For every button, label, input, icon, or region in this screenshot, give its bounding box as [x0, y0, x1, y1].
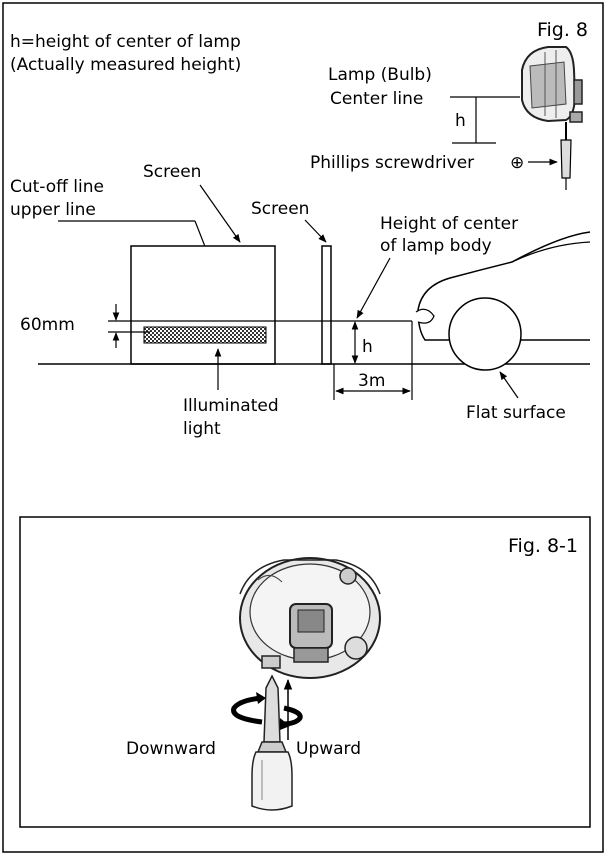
phillips-symbol-icon: ⊕: [510, 153, 524, 173]
screwdriver-icon: [251, 674, 293, 811]
h-label-ground: h: [362, 337, 373, 357]
flat-surface-label: Flat surface: [466, 403, 566, 423]
fig-8: Fig. 8 h=height of center of lamp (Actua…: [10, 19, 591, 439]
illuminated-light: [143, 326, 267, 344]
screen-box: [130, 245, 276, 365]
fig8-1-label: Fig. 8-1: [508, 535, 578, 557]
screen-label-mid: Screen: [251, 199, 309, 219]
center-line-label: Center line: [330, 89, 423, 109]
screen-side-panel: [321, 245, 332, 365]
lamp-label: Lamp (Bulb): [328, 65, 432, 85]
lamp-bulb-icon: [521, 46, 583, 123]
upward-label: Upward: [296, 739, 361, 759]
definition-line1: h=height of center of lamp: [10, 32, 241, 52]
distance-label: 3m: [358, 371, 385, 391]
definition-line2: (Actually measured height): [10, 55, 241, 75]
lamp-body-line2: of lamp body: [380, 236, 492, 256]
downward-label: Downward: [126, 739, 216, 759]
wheel-icon: [448, 297, 522, 371]
cutoff-line1: Cut-off line: [10, 177, 104, 197]
car-icon: [415, 231, 591, 371]
screwdriver-icon: [560, 122, 572, 190]
cutoff-line2: upper line: [10, 200, 96, 220]
fig8-1-frame: [19, 516, 591, 828]
screwdriver-label: Phillips screwdriver: [310, 153, 474, 173]
dimension-60mm: 60mm: [20, 315, 75, 335]
fig8-label: Fig. 8: [537, 19, 588, 41]
fig-8-1: Fig. 8-1 Downwar: [19, 516, 591, 828]
h-label-top: h: [455, 111, 466, 131]
illuminated-line2: light: [183, 419, 221, 439]
lamp-rear-view-icon: [239, 557, 381, 679]
screen-label-left: Screen: [143, 162, 201, 182]
illuminated-line1: Illuminated: [183, 396, 279, 416]
lamp-body-line1: Height of center: [380, 214, 518, 234]
